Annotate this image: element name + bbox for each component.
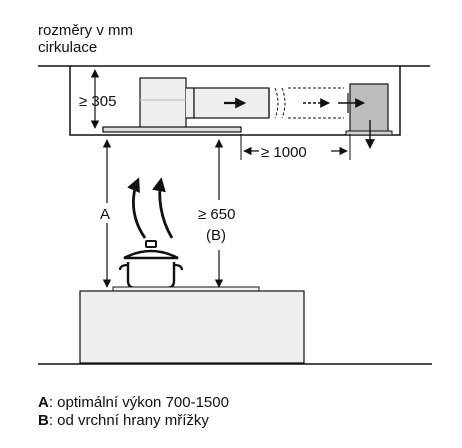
hood-canopy — [102, 126, 242, 133]
cooktop — [112, 286, 260, 292]
legend-item-a: A: optimální výkon 700-1500 — [38, 394, 229, 412]
duct-connector — [186, 87, 195, 119]
legend-text-b: : od vrchní hrany mřížky — [48, 412, 209, 429]
cooking-pot — [118, 240, 184, 290]
range-label-a: A — [100, 206, 110, 223]
clearance-ref-label: (B) — [206, 227, 226, 244]
legend-item-b: B: od vrchní hrany mřížky — [38, 412, 209, 430]
legend-key-a: A — [38, 394, 49, 411]
base-cabinet — [79, 290, 305, 364]
mode-label: cirkulace — [38, 39, 98, 56]
duct-extension-dashed — [274, 87, 344, 119]
units-label: rozměry v mm — [38, 22, 133, 39]
legend-key-b: B — [38, 412, 49, 429]
duct-length-label: ≥ 1000 — [261, 144, 307, 161]
steam-arrow-left — [127, 177, 147, 239]
legend-text-a: : optimální výkon 700-1500 — [48, 394, 229, 411]
clearance-value-label: ≥ 650 — [198, 206, 235, 223]
cabinet-height-label: ≥ 305 — [79, 93, 116, 110]
hood-motor-housing — [139, 77, 187, 129]
wall-cabinet — [69, 66, 401, 136]
recirculation-box — [349, 83, 389, 133]
steam-arrow-right — [152, 177, 174, 239]
